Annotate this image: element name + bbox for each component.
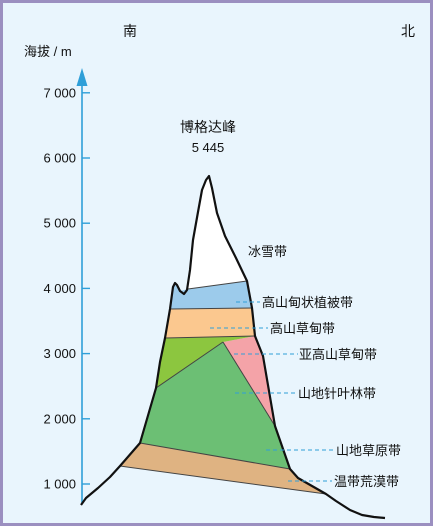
axis-arrow-icon: [76, 68, 88, 86]
zone-boundaries: [119, 280, 327, 495]
axis-label: 海拔 / m: [24, 44, 72, 59]
leader-lines: [210, 301, 334, 482]
direction-south: 南: [123, 23, 137, 39]
ground-area: [81, 466, 385, 520]
mountain-outline: [80, 174, 386, 520]
axis-ticks: 1 000 2 000 3 000 4 000 5 000 6 000 7 000: [43, 85, 90, 492]
label-mountain-grassland: 山地草原带: [336, 443, 401, 458]
label-alpine-cushion: 高山甸状植被带: [262, 295, 353, 310]
axis-tick-label: 3 000: [43, 346, 76, 361]
label-alpine-meadow: 高山草甸带: [270, 321, 335, 336]
zone-subalpine-meadow: [156, 336, 255, 388]
axis-tick-label: 4 000: [43, 281, 76, 296]
axis-tick-label: 2 000: [43, 411, 76, 426]
axis-tick-label: 1 000: [43, 477, 76, 492]
axis-tick-label: 7 000: [43, 85, 76, 100]
peak-name: 博格达峰: [180, 119, 236, 135]
zone-alpine-meadow: [165, 308, 255, 338]
label-coniferous-forest: 山地针叶林带: [298, 386, 376, 401]
axis-tick-label: 6 000: [43, 151, 76, 166]
zone-alpine-cushion: [170, 281, 252, 309]
label-subalpine-meadow: 亚高山草甸带: [299, 347, 377, 362]
zone-ice-snow: [188, 176, 247, 289]
zone-desert: [120, 443, 326, 494]
direction-north: 北: [401, 23, 415, 39]
peak-elevation: 5 445: [192, 140, 225, 155]
axis-tick-label: 5 000: [43, 216, 76, 231]
label-ice-snow: 冰雪带: [248, 244, 287, 259]
zone-coniferous-forest: [223, 336, 275, 426]
label-desert: 温带荒漠带: [334, 474, 399, 489]
